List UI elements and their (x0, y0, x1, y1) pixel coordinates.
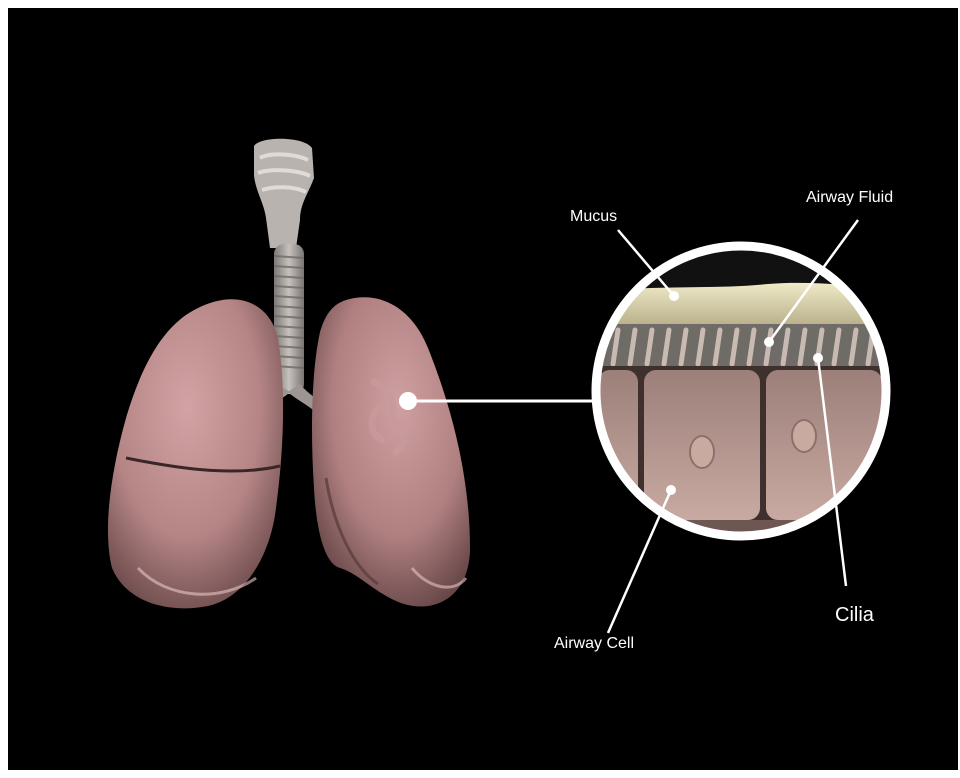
airway-cell-leader (608, 490, 671, 633)
magnified-airway-circle (593, 243, 893, 550)
left-lung-illustration (108, 299, 283, 608)
cilia-dot (813, 353, 823, 363)
diagram-graphics (8, 8, 958, 770)
label-mucus: Mucus (570, 209, 617, 225)
mucus-dot (669, 291, 679, 301)
label-cilia: Cilia (835, 605, 874, 625)
label-airway-fluid: Airway Fluid (806, 190, 893, 206)
airway-cell-dot (666, 485, 676, 495)
label-airway-cell: Airway Cell (554, 636, 634, 652)
diagram-canvas: Mucus Airway Fluid Cilia Airway Cell (8, 8, 958, 770)
right-lung-illustration (312, 297, 470, 606)
airway-fluid-dot (764, 337, 774, 347)
